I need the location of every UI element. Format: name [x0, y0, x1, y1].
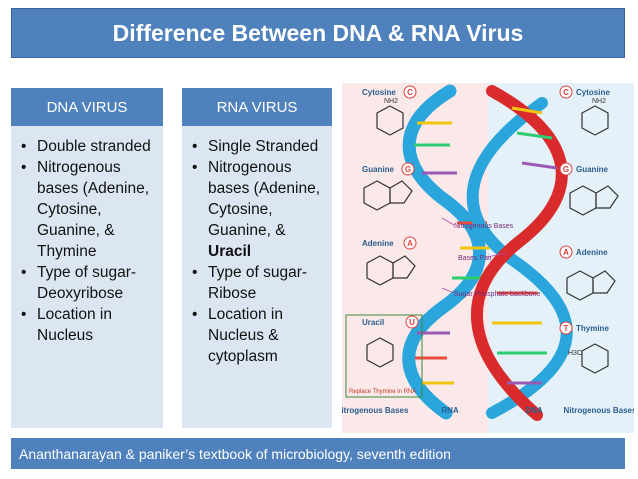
left-formula-label: NH2: [384, 98, 398, 105]
dna-item-location: Location in Nucleus: [21, 304, 157, 346]
bottom-label-dna: DNA: [525, 406, 543, 415]
dna-base-pairs: [492, 106, 558, 385]
dna-virus-heading: DNA VIRUS: [11, 88, 163, 126]
right-letter-3: A: [563, 248, 569, 257]
left-base-label-3: Adenine: [362, 239, 394, 248]
right-base-label-2: Guanine: [576, 165, 609, 174]
rna-virus-heading: RNA VIRUS: [182, 88, 332, 126]
callout-nitrogenous-bases: Nitrogenous Bases: [454, 223, 514, 230]
uracil-box: [345, 314, 423, 398]
left-base-label-2: Guanine: [362, 165, 395, 174]
dna-virus-list: Double stranded Nitrogenous bases (Adeni…: [11, 126, 163, 428]
right-molecules: [566, 105, 619, 374]
dna-item-strand: Double stranded: [21, 136, 157, 157]
dna-strand-blue: [466, 97, 573, 419]
callout-sugar-phosphate: Sugar Phosphate backbone: [454, 291, 541, 298]
rna-item-strand: Single Stranded: [192, 136, 326, 157]
callout-bases-pair: Bases Pair: [458, 255, 493, 262]
callout-lines: [441, 217, 508, 294]
slide-title: Difference Between DNA & RNA Virus: [11, 8, 625, 58]
rna-uracil-bold: Uracil: [208, 243, 252, 260]
rna-virus-list: Single Stranded Nitrogenous bases (Adeni…: [182, 126, 332, 428]
dna-item-sugar: Type of sugar- Deoxyribose: [21, 262, 157, 304]
left-base-label-4: Uracil: [362, 318, 384, 327]
right-base-label-4: Thymine: [576, 324, 609, 333]
bottom-label-rna: RNA: [441, 406, 459, 415]
left-letter-1: C: [407, 88, 413, 97]
right-letter-2: G: [563, 165, 569, 174]
right-base-label-1: Cytosine: [576, 88, 610, 97]
left-letter-2: G: [405, 165, 411, 174]
right-letter-1: C: [563, 88, 569, 97]
bottom-label-left: Nitrogenous Bases: [342, 406, 409, 415]
right-formula-label-2: H3C: [568, 350, 582, 357]
rna-item-location: Location in Nucleus & cytoplasm: [192, 304, 326, 367]
left-letter-3: A: [407, 239, 413, 248]
right-base-label-3: Adenine: [576, 248, 608, 257]
rna-item-sugar: Type of sugar- Ribose: [192, 262, 326, 304]
dna-rna-diagram: Cytosine Guanine Adenine Uracil C G A U …: [342, 83, 634, 433]
dna-item-bases: Nitrogenous bases (Adenine, Cytosine, Gu…: [21, 157, 157, 262]
rna-item-bases: Nitrogenous bases (Adenine, Cytosine, Gu…: [192, 157, 326, 262]
bottom-label-right: Nitrogenous Bases: [564, 406, 634, 415]
right-formula-label-1: NH2: [592, 98, 606, 105]
left-base-label-1: Cytosine: [362, 88, 396, 97]
right-letter-4: T: [564, 324, 569, 333]
citation-footer: Ananthanarayan & paniker’s textbook of m…: [11, 438, 625, 469]
left-molecules: [363, 105, 416, 368]
left-letter-4: U: [409, 318, 415, 327]
rna-strand: [402, 84, 486, 420]
replace-thymine-note: Replace Thymine in RNA: [349, 389, 416, 395]
